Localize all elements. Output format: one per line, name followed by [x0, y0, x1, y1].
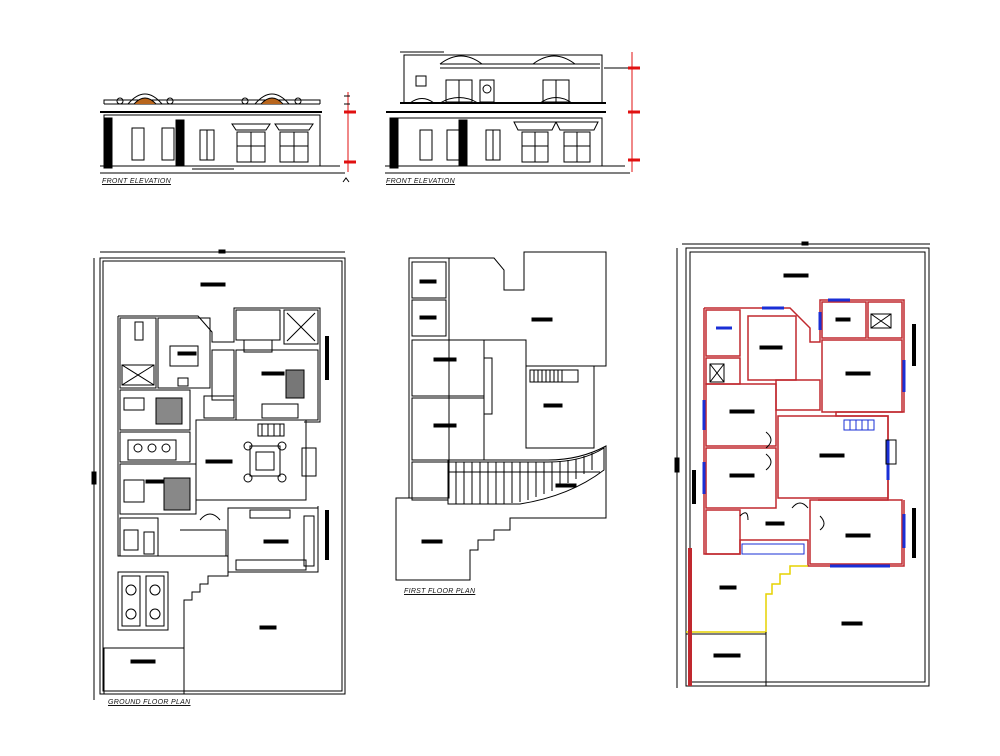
- label-front-elevation-2: FRONT ELEVATION: [386, 178, 455, 185]
- front-elevation-single: [100, 92, 356, 183]
- first-floor-plan: [395, 251, 607, 581]
- label-ground-floor-plan: GROUND FLOOR PLAN: [108, 699, 191, 706]
- ground-floor-plan: [91, 249, 346, 700]
- front-elevation-double: [385, 51, 640, 174]
- label-first-floor-plan: FIRST FLOOR PLAN: [404, 588, 476, 595]
- label-front-elevation-1: FRONT ELEVATION: [102, 178, 171, 185]
- colored-floor-plan: [674, 241, 930, 688]
